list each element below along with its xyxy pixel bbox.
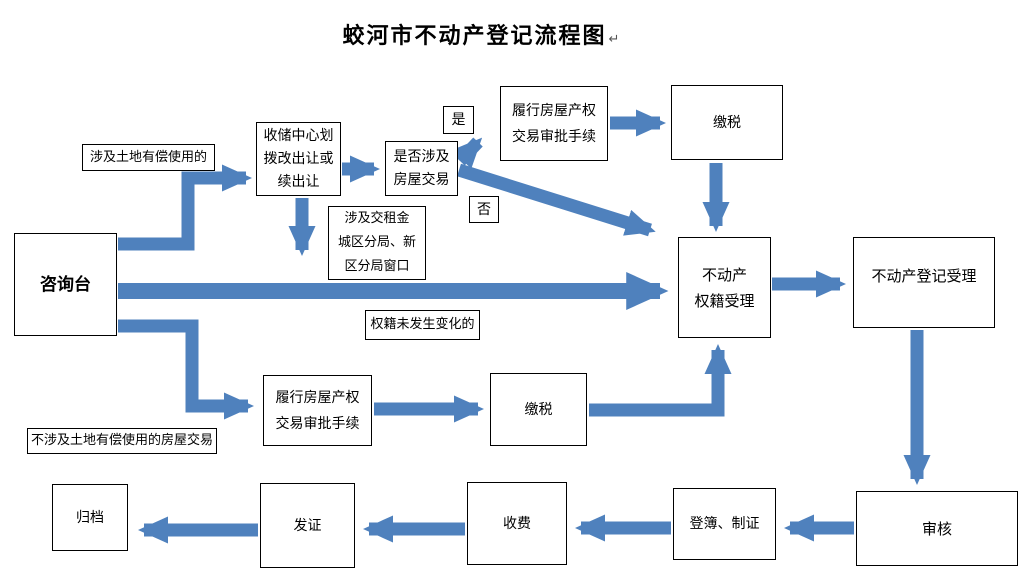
node-issue-certificate: 发证	[260, 483, 355, 568]
node-registration-acceptance: 不动产登记受理	[853, 237, 995, 328]
node-decision-house-transaction: 是否涉及 房屋交易	[385, 141, 458, 196]
label-cadastre-unchanged: 权籍未发生变化的	[365, 310, 480, 340]
arrow-consult-to-storage	[118, 164, 252, 251]
label-paid-land-use: 涉及土地有偿使用的	[82, 144, 215, 171]
node-pay-tax-lower: 缴税	[490, 373, 587, 446]
node-archive: 归档	[52, 484, 128, 551]
node-approval-procedure-upper: 履行房屋产权 交易审批手续	[500, 86, 608, 161]
paragraph-mark-icon: ↵	[608, 32, 620, 47]
label-rent-district-bureau-window: 涉及交租金 城区分局、新 区分局窗口	[328, 206, 426, 280]
node-record-and-make-certificate: 登簿、制证	[673, 488, 776, 560]
node-cadastral-acceptance: 不动产 权籍受理	[678, 237, 771, 338]
label-no-paid-land-house-transaction: 不涉及土地有偿使用的房屋交易	[27, 428, 217, 454]
node-approval-procedure-lower: 履行房屋产权 交易审批手续	[263, 375, 372, 446]
arrow-tax-lower-to-cadastral	[589, 344, 732, 417]
label-yes: 是	[443, 106, 474, 134]
node-pay-tax-upper: 缴税	[671, 85, 783, 160]
label-no: 否	[469, 196, 499, 223]
node-review: 审核	[856, 491, 1018, 566]
arrow-decision-yes-to-approval-upper	[451, 137, 483, 169]
node-collect-fee: 收费	[467, 482, 567, 565]
page-title: 蛟河市不动产登记流程图	[342, 24, 607, 49]
arrow-consult-to-approval-lower	[118, 319, 254, 420]
node-consult-desk: 咨询台	[14, 233, 117, 336]
node-storage-center-transfer: 收储中心划 拨改出让或 续出让	[256, 122, 341, 196]
title-row: 蛟河市不动产登记流程图↵	[0, 18, 962, 50]
arrow-decision-no-to-cadastral	[457, 163, 656, 237]
